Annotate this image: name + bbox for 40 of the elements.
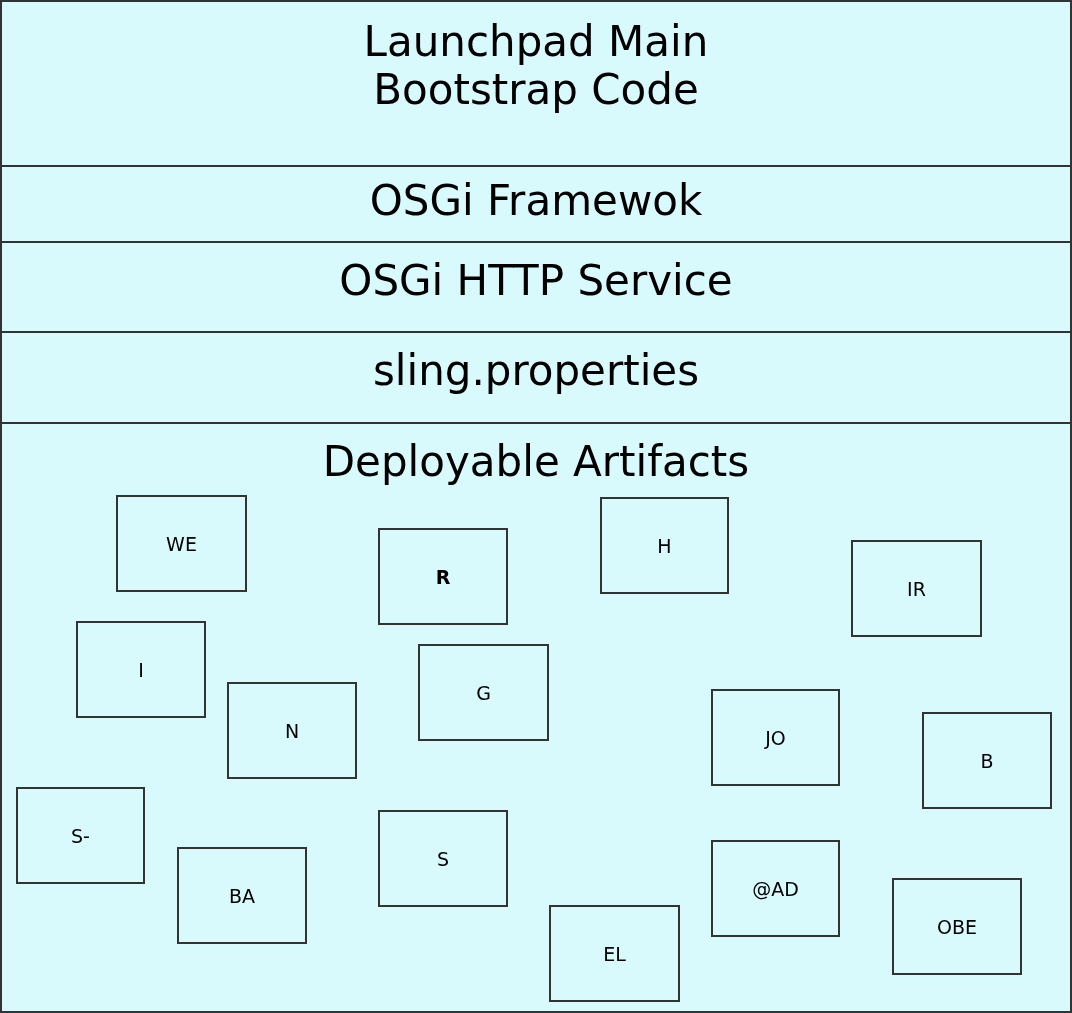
- artifact-box: [177, 847, 307, 944]
- artifact-box: [116, 495, 247, 592]
- layer-title: Deployable Artifacts: [321, 438, 751, 487]
- artifact-label: H: [657, 534, 672, 557]
- artifact-label: @AD: [752, 877, 799, 900]
- layer-title: OSGi HTTP Service: [338, 257, 734, 306]
- artifact-label: WE: [166, 532, 197, 555]
- artifact-label: S-: [71, 824, 90, 847]
- artifact-box: [16, 787, 145, 884]
- artifact-box: [227, 682, 357, 779]
- artifact-box: [76, 621, 206, 718]
- layer-band: [0, 241, 1072, 333]
- artifact-box: [378, 528, 508, 625]
- layer-band: [0, 165, 1072, 243]
- artifact-box: [892, 878, 1022, 975]
- artifact-box: [711, 689, 840, 786]
- artifact-box: [418, 644, 549, 741]
- artifact-label: IR: [907, 577, 926, 600]
- artifact-label: R: [435, 565, 451, 588]
- layer-title: Launchpad Main Bootstrap Code: [362, 18, 710, 115]
- artifact-label: B: [980, 749, 994, 772]
- layer-title: sling.properties: [371, 347, 701, 396]
- artifact-label: I: [138, 658, 144, 681]
- layer-band: [0, 422, 1072, 1013]
- layer-band: [0, 331, 1072, 424]
- artifact-label: BA: [228, 884, 255, 907]
- layer-band: [0, 0, 1072, 167]
- artifact-box: [600, 497, 729, 594]
- artifact-label: N: [284, 719, 300, 742]
- artifact-label: JO: [765, 726, 786, 749]
- layer-title: OSGi Framewok: [368, 177, 704, 226]
- artifact-box: [378, 810, 508, 907]
- artifact-label: EL: [603, 942, 626, 965]
- artifact-label: OBE: [937, 915, 977, 938]
- artifact-box: [549, 905, 680, 1002]
- artifact-box: [922, 712, 1052, 809]
- artifact-box: [711, 840, 840, 937]
- artifact-label: G: [476, 681, 491, 704]
- artifact-label: S: [436, 847, 450, 870]
- artifact-box: [851, 540, 982, 637]
